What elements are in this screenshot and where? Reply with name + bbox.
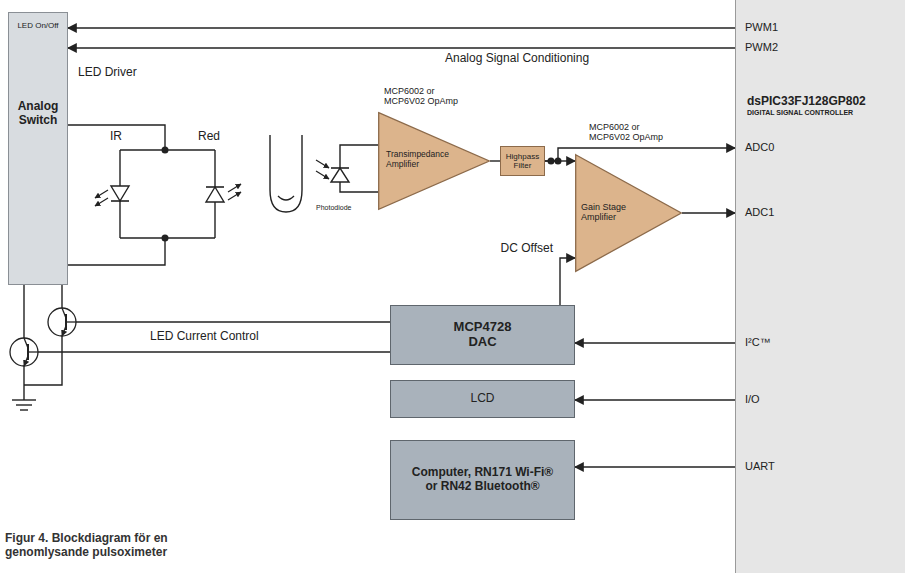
junction-dot	[162, 147, 169, 154]
wire	[68, 125, 165, 150]
triangle-shape	[576, 155, 682, 272]
pin-name: I/O	[745, 393, 760, 406]
current-control-wires	[24, 285, 390, 400]
signal-connector	[545, 148, 735, 161]
transistor-symbol	[48, 308, 76, 336]
edge-label: DC Offset	[500, 242, 554, 256]
figure-caption: Figur 4. Blockdiagram för en genomlysand…	[5, 532, 245, 560]
signal-connector	[575, 342, 735, 343]
pin-name: ADC1	[745, 206, 774, 219]
signal-label: LED Current Control	[150, 330, 259, 344]
pin-name: UART	[745, 460, 775, 473]
triangle-shape	[379, 113, 490, 210]
pin-name: I²C™	[745, 336, 771, 349]
component-label: Red	[198, 130, 220, 144]
wire	[68, 238, 165, 265]
node-text: LED On/Off	[17, 21, 58, 30]
signal-connector	[490, 160, 500, 161]
pin-name: PWM2	[745, 41, 778, 54]
component-label: IR	[110, 130, 122, 144]
ir-led-symbol	[95, 186, 129, 206]
section-label: Analog Signal Conditioning	[445, 52, 589, 66]
signal-connector	[68, 27, 735, 28]
node-text: Gain Stage Amplifier	[581, 202, 633, 223]
signal-connector	[575, 466, 735, 467]
dac-box: MCP4728 DAC	[390, 305, 575, 365]
opamp-triangle: MCP6002 or MCP6V02 OpAmpGain Stage Ampli…	[575, 154, 682, 272]
pin-name: PWM1	[745, 21, 778, 34]
switch-box: LED On/OffAnalog Switch	[8, 12, 68, 285]
red-led-symbol	[206, 184, 241, 202]
signal-connector	[575, 399, 735, 400]
transistor-symbol	[10, 338, 38, 366]
opamp-triangle: MCP6002 or MCP6V02 OpAmpTransimpedance A…	[378, 112, 490, 210]
signal-connector	[560, 258, 575, 305]
section-label: LED Driver	[78, 66, 137, 80]
node-text: Computer, RN171 Wi-Fi® or RN42 Bluetooth…	[408, 466, 558, 494]
filter-box: Highpass Filter	[500, 146, 545, 176]
node-text: dsPIC33FJ128GP802	[747, 95, 866, 109]
part-number: MCP6002 or MCP6V02 OpAmp	[384, 86, 474, 107]
pin-name: ADC0	[745, 141, 774, 154]
node-text: Highpass Filter	[504, 152, 541, 170]
signal-connector	[68, 47, 735, 48]
controller-box: dsPIC33FJ128GP802DIGITAL SIGNAL CONTROLL…	[735, 0, 905, 573]
finger-outline	[270, 135, 302, 212]
node-text: MCP4728 DAC	[445, 320, 520, 350]
part-number: MCP6002 or MCP6V02 OpAmp	[589, 122, 679, 143]
lcd-box: LCD	[390, 380, 575, 418]
photodiode-symbol	[316, 145, 378, 192]
node-text: LCD	[470, 392, 494, 406]
node-text: DIGITAL SIGNAL CONTROLLER	[747, 109, 853, 117]
node-text: Analog Switch	[12, 100, 64, 128]
ground-symbol	[12, 400, 36, 410]
component-label: Photodiode	[316, 204, 351, 212]
comms-box: Computer, RN171 Wi-Fi® or RN42 Bluetooth…	[390, 440, 575, 520]
junction-dot	[162, 235, 169, 242]
signal-connector	[682, 212, 735, 213]
node-text: Transimpedance Amplifier	[386, 150, 454, 170]
